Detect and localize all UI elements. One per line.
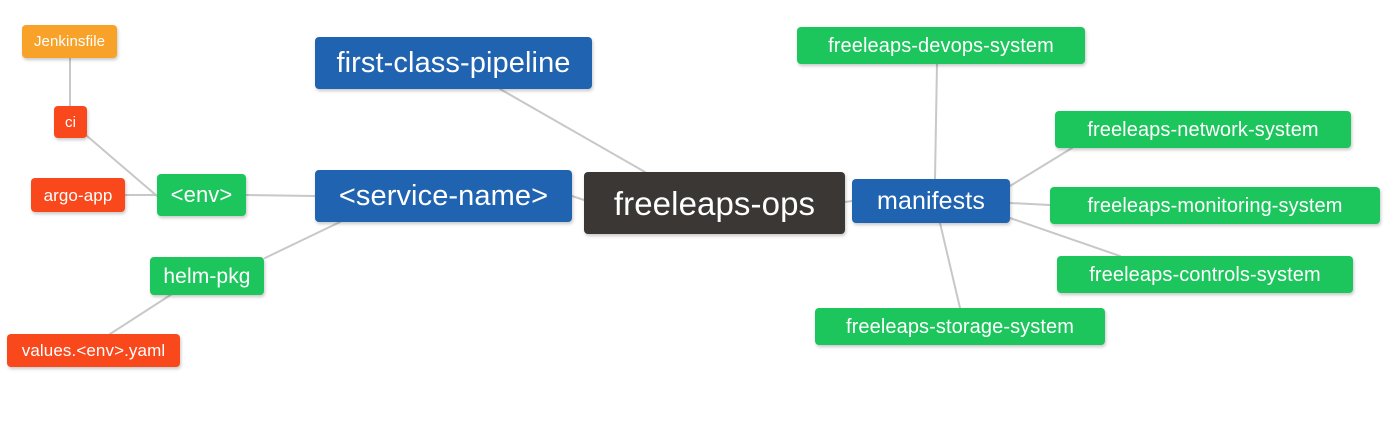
node-label: <env>	[170, 182, 233, 207]
node-label: helm-pkg	[163, 264, 251, 288]
edge-service-name-to-freeleaps-ops	[571, 195, 585, 201]
node-service-name[interactable]: <service-name>	[315, 170, 572, 222]
node-helm-pkg[interactable]: helm-pkg	[150, 257, 264, 295]
node-label: manifests	[877, 186, 985, 215]
node-label: freeleaps-monitoring-system	[1087, 194, 1343, 217]
node-jenkinsfile[interactable]: Jenkinsfile	[22, 25, 117, 58]
edge-helm-pkg-to-values-env-yaml	[109, 293, 173, 335]
node-storage-system[interactable]: freeleaps-storage-system	[815, 308, 1105, 345]
edge-freeleaps-ops-to-manifests	[844, 200, 853, 203]
node-ci[interactable]: ci	[54, 106, 87, 138]
node-label: values.<env>.yaml	[21, 341, 166, 360]
edge-manifests-to-devops-system	[934, 63, 938, 180]
node-network-system[interactable]: freeleaps-network-system	[1055, 111, 1351, 148]
node-label: <service-name>	[338, 179, 549, 212]
node-first-class-pipeline[interactable]: first-class-pipeline	[315, 37, 592, 89]
node-label: freeleaps-ops	[613, 184, 816, 222]
edge-first-class-pipeline-to-freeleaps-ops	[499, 88, 646, 173]
edge-service-name-to-helm-pkg	[264, 221, 341, 259]
edge-env-to-service-name	[245, 194, 316, 197]
edge-manifests-to-monitoring-system	[1009, 202, 1051, 206]
edge-manifests-to-storage-system	[939, 222, 961, 309]
node-label: freeleaps-controls-system	[1089, 263, 1321, 286]
edge-manifests-to-network-system	[1009, 147, 1073, 187]
node-label: argo-app	[43, 185, 113, 205]
node-label: freeleaps-network-system	[1087, 118, 1319, 141]
node-label: ci	[64, 113, 77, 131]
node-controls-system[interactable]: freeleaps-controls-system	[1057, 256, 1353, 293]
node-env[interactable]: <env>	[157, 174, 246, 216]
node-label: freeleaps-devops-system	[828, 34, 1054, 57]
node-monitoring-system[interactable]: freeleaps-monitoring-system	[1050, 187, 1380, 224]
node-values-env-yaml[interactable]: values.<env>.yaml	[7, 334, 180, 367]
node-label: Jenkinsfile	[33, 33, 106, 50]
node-freeleaps-ops[interactable]: freeleaps-ops	[584, 172, 845, 234]
node-devops-system[interactable]: freeleaps-devops-system	[797, 27, 1085, 64]
node-label: freeleaps-storage-system	[845, 315, 1075, 338]
node-label: first-class-pipeline	[336, 46, 571, 79]
node-manifests[interactable]: manifests	[852, 179, 1010, 223]
node-argo-app[interactable]: argo-app	[31, 178, 125, 212]
